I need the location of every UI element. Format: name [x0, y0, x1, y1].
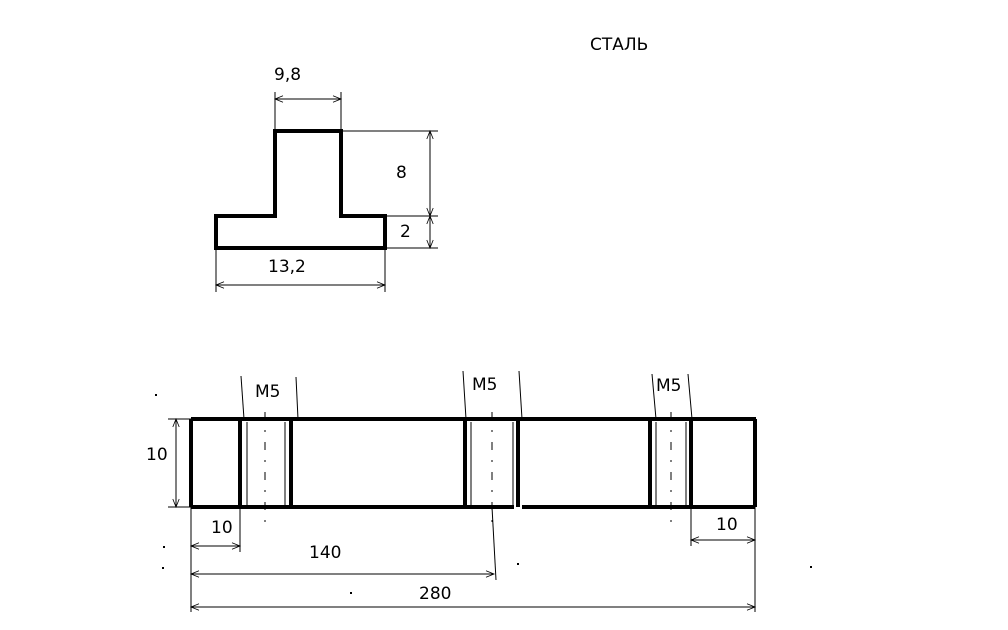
dim-right-offset: 10 — [716, 515, 738, 535]
threaded-hole-1: M5 — [238, 375, 299, 522]
dim-base-height: 2 — [400, 222, 411, 242]
dim-middle-offset: 140 — [309, 543, 341, 563]
leader-hole-3 — [651, 373, 657, 420]
dim-top-width: 9,8 — [274, 65, 301, 85]
t-profile-section: 9,8 8 2 13,2 — [214, 65, 438, 292]
dim-stem-height: 8 — [396, 163, 407, 183]
leader-hole-1 — [240, 375, 245, 420]
threaded-hole-2: M5 — [462, 370, 523, 522]
leader-hole-2 — [462, 370, 467, 420]
hole-2-thread: M5 — [472, 375, 497, 395]
dim-total-length: 280 — [419, 584, 451, 604]
dim-strip-height: 10 — [146, 445, 168, 465]
hole-3-thread: M5 — [656, 376, 681, 396]
strip-view: M5 M5 M5 10 — [146, 370, 757, 612]
dim-left-offset: 10 — [211, 518, 233, 538]
hole-1-thread: M5 — [255, 382, 280, 402]
t-profile-outline — [214, 129, 387, 250]
threaded-hole-3: M5 — [648, 373, 693, 522]
dim-base-width: 13,2 — [268, 257, 306, 277]
stray-marks — [155, 394, 812, 594]
material-label: СТАЛЬ — [590, 35, 648, 55]
